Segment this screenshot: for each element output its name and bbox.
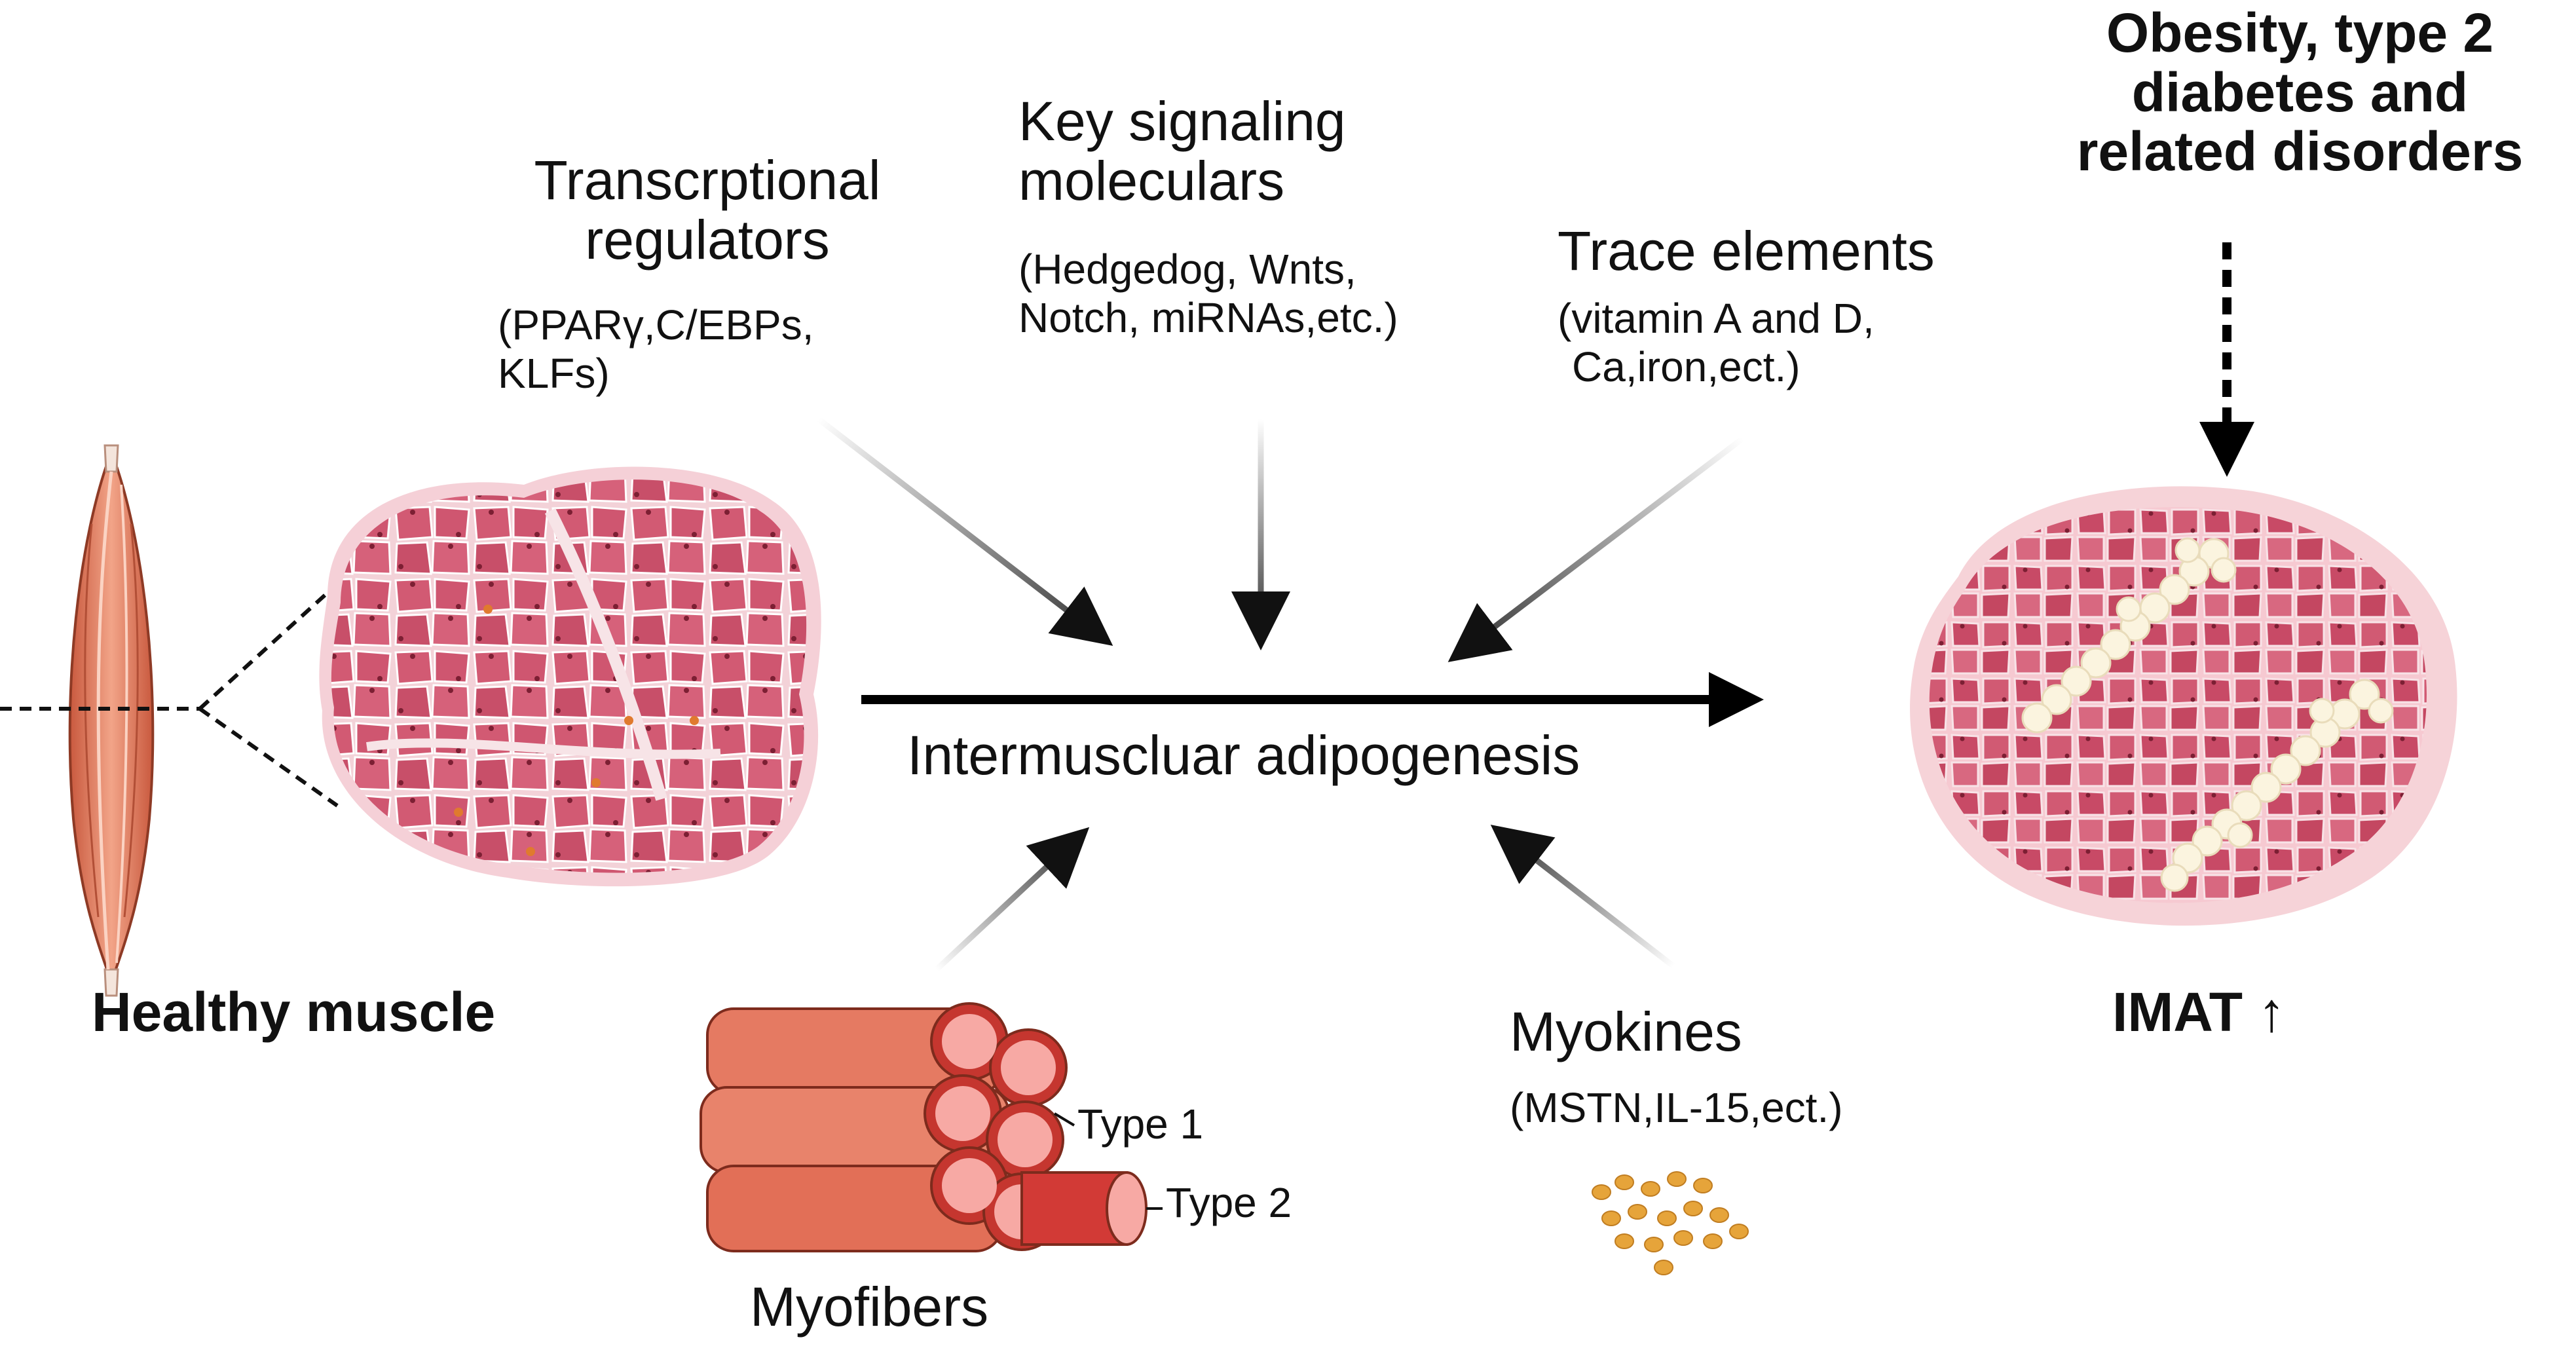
healthy-muscle-label: Healthy muscle [92, 981, 496, 1043]
signaling-title: Key signaling moleculars [1018, 90, 1346, 212]
myokines-sub: (MSTN,IL-15,ect.) [1510, 1084, 1843, 1131]
cross-section-guides [0, 591, 339, 808]
type1-label: Type 1 [1077, 1100, 1204, 1148]
imat-label: IMAT ↑ [2112, 981, 2286, 1043]
healthy-muscle-spindle [68, 444, 155, 997]
myokines-title: Myokines [1510, 1001, 1742, 1062]
trace-sub: (vitamin A and D, Ca,iron,ect.) [1558, 295, 1875, 390]
myokine-dots [1592, 1171, 1749, 1275]
healthy-cross-section [319, 466, 821, 887]
center-label: Intermuscluar adipogenesis [907, 724, 1580, 786]
input-arrows [817, 417, 1744, 972]
imat-cross-section [1910, 486, 2457, 926]
obesity-label: Obesity, type 2 diabetes and related dis… [2076, 2, 2524, 183]
transcription-sub: (PPARγ,C/EBPs, KLFs) [498, 301, 814, 397]
type2-label: Type 2 [1166, 1179, 1292, 1226]
trace-title: Trace elements [1558, 220, 1935, 282]
myofibers-label: Myofibers [750, 1276, 989, 1338]
transcription-title: Transcrptional regulators [534, 149, 881, 271]
signaling-sub: (Hedgedog, Wnts, Notch, miRNAs,etc.) [1018, 246, 1398, 341]
myofiber-bundle [700, 1002, 1163, 1252]
